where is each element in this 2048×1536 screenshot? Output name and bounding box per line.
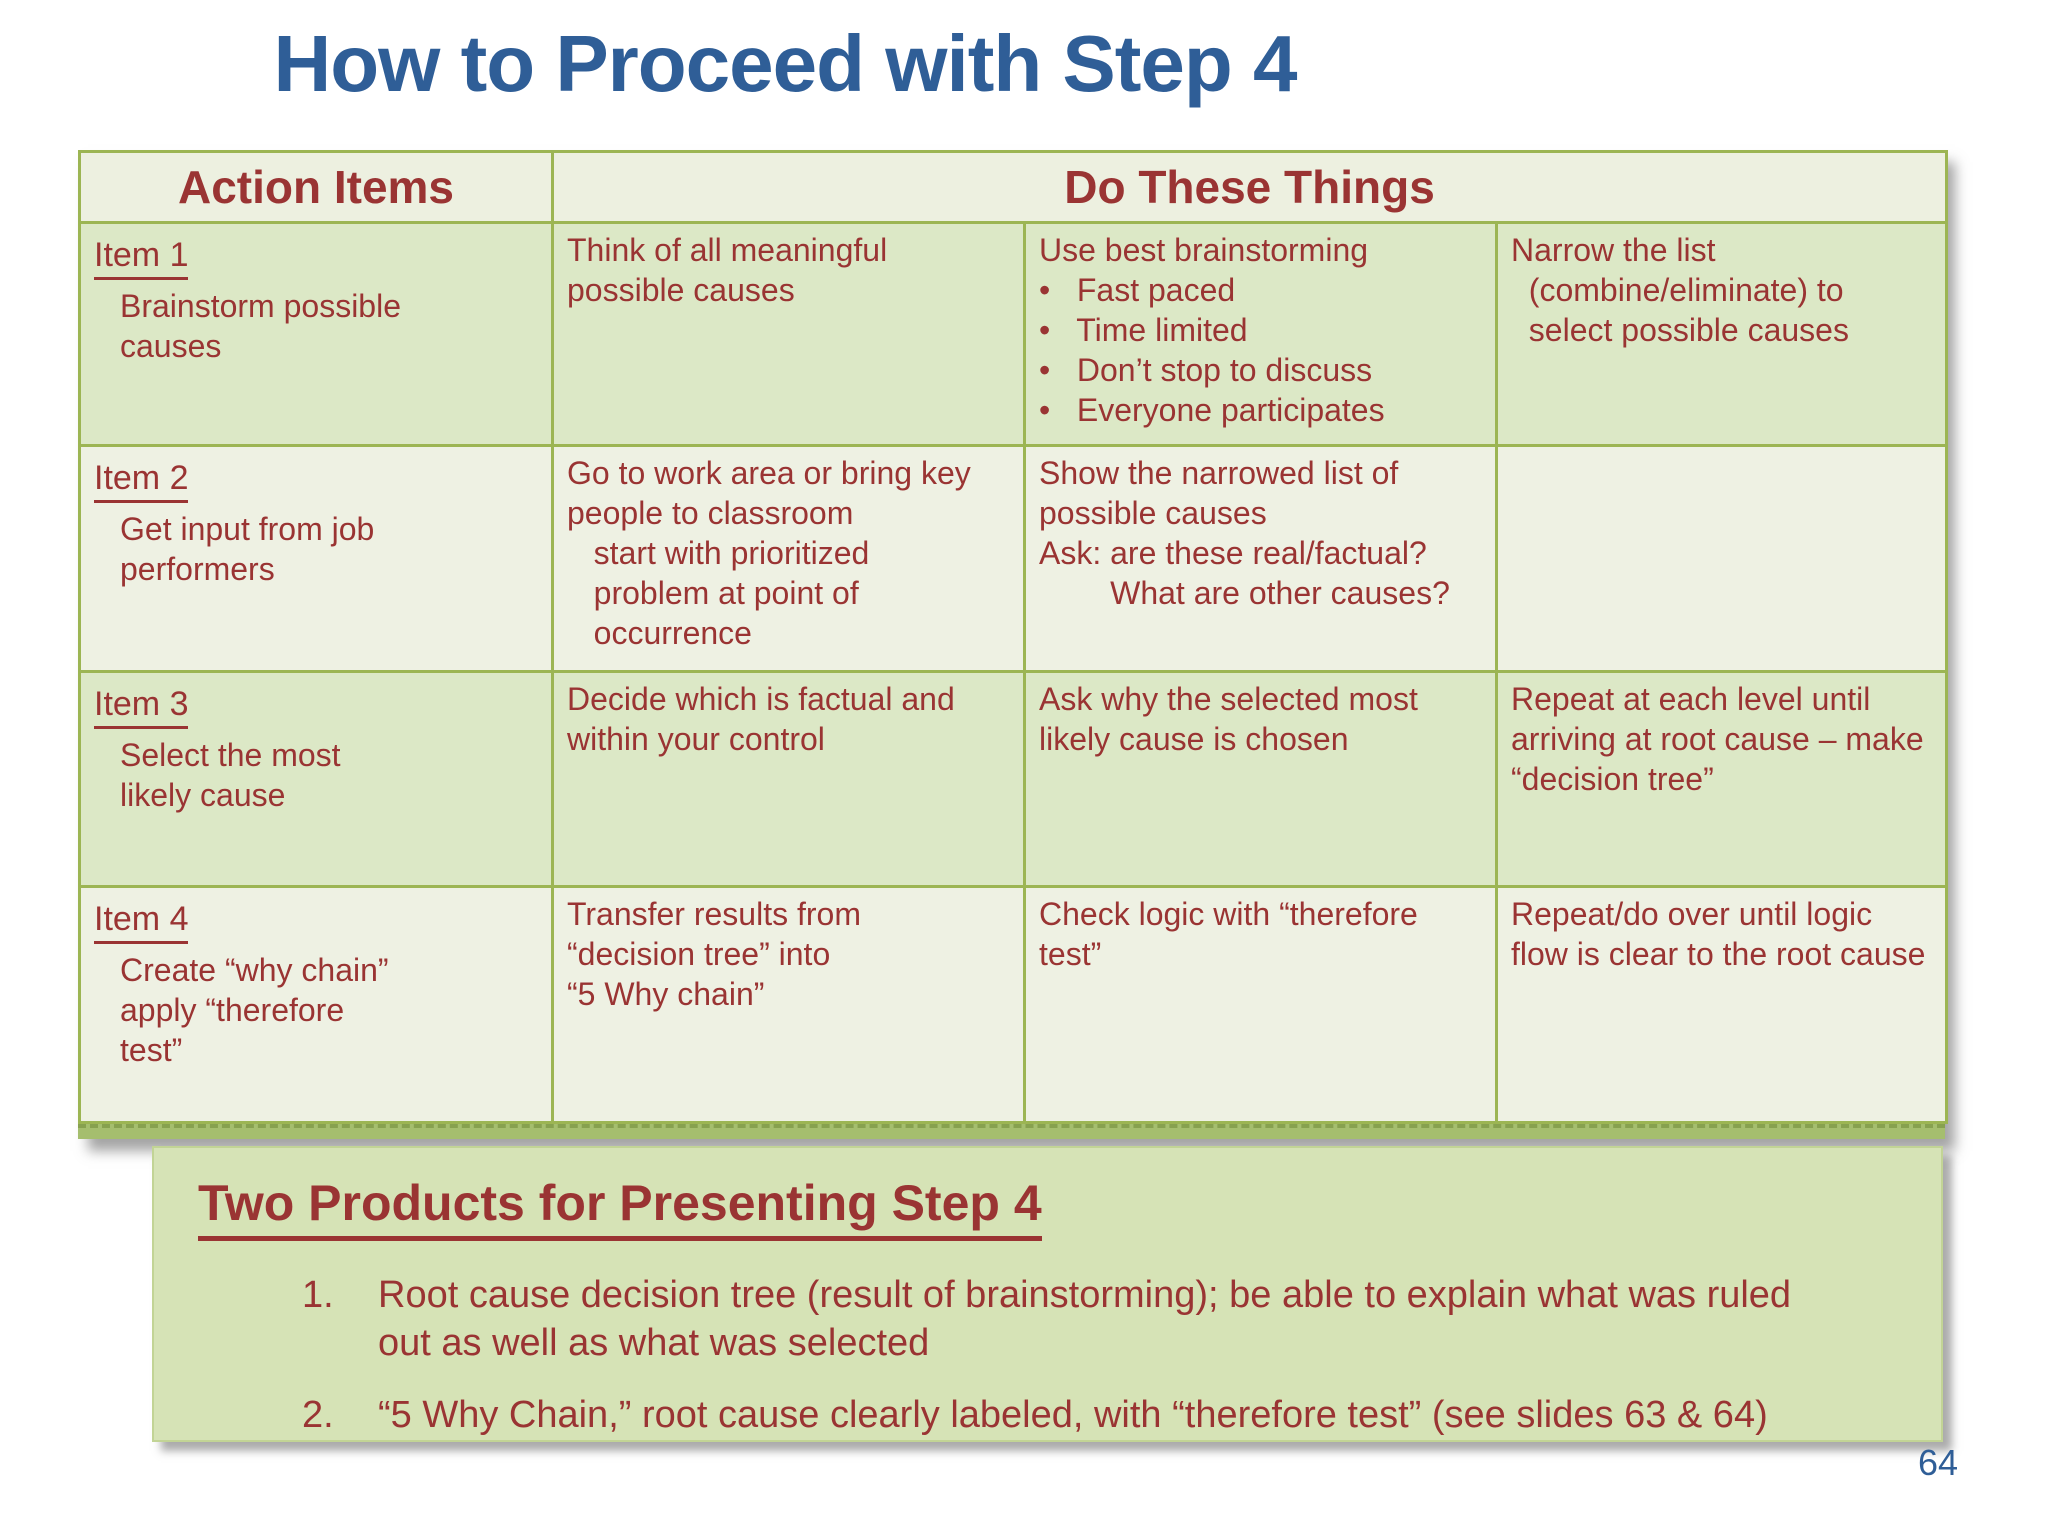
cell-text: Go to work area or bring key people to c…	[567, 455, 971, 651]
table-header-row: Action Items Do These Things	[78, 150, 1949, 224]
item-4-description: Create “why chain” apply “therefore test…	[120, 952, 389, 1068]
cell-item-1-do-2: Use best brainstorming • Fast paced • Ti…	[1023, 221, 1498, 447]
cell-item-1: Item 1 Brainstorm possible causes	[78, 221, 554, 447]
cell-item-4-do-2: Check logic with “therefore test”	[1023, 885, 1498, 1124]
cell-item-1-do-3: Narrow the list (combine/eliminate) to s…	[1494, 221, 1949, 447]
cell-text: Transfer results from “decision tree” in…	[567, 896, 861, 1012]
action-items-table-container: Action Items Do These Things Item 1 Brai…	[78, 150, 1949, 1139]
list-item-text: “5 Why Chain,” root cause clearly labele…	[378, 1394, 1768, 1436]
cell-item-4-do-3: Repeat/do over until logic flow is clear…	[1494, 885, 1949, 1124]
cell-item-3-do-1: Decide which is factual and within your …	[551, 670, 1026, 888]
table-bottom-band	[78, 1124, 1945, 1139]
cell-item-4-do-1: Transfer results from “decision tree” in…	[551, 885, 1026, 1124]
table-row-item-3: Item 3 Select the most likely cause Deci…	[78, 670, 1949, 888]
item-1-title: Item 1	[94, 234, 189, 280]
cell-text: Ask why the selected most likely cause i…	[1039, 681, 1418, 757]
cell-text: Use best brainstorming • Fast paced • Ti…	[1039, 232, 1385, 428]
cell-item-3-do-2: Ask why the selected most likely cause i…	[1023, 670, 1498, 888]
cell-item-2-do-3	[1494, 444, 1949, 673]
list-item-text: Root cause decision tree (result of brai…	[378, 1274, 1792, 1364]
item-2-description: Get input from job performers	[120, 511, 375, 587]
cell-text: Check logic with “therefore test”	[1039, 896, 1418, 972]
cell-item-2-do-2: Show the narrowed list of possible cause…	[1023, 444, 1498, 673]
cell-item-2-do-1: Go to work area or bring key people to c…	[551, 444, 1026, 673]
cell-item-2: Item 2 Get input from job performers	[78, 444, 554, 673]
table-row-item-2: Item 2 Get input from job performers Go …	[78, 444, 1949, 673]
cell-item-3: Item 3 Select the most likely cause	[78, 670, 554, 888]
item-1-description: Brainstorm possible causes	[120, 288, 401, 364]
list-item: 2. “5 Why Chain,” root cause clearly lab…	[302, 1391, 1901, 1439]
list-item: 1. Root cause decision tree (result of b…	[302, 1271, 1901, 1367]
item-3-description: Select the most likely cause	[120, 737, 341, 813]
cell-item-1-do-1: Think of all meaningful possible causes	[551, 221, 1026, 447]
list-item-number: 2.	[302, 1394, 334, 1436]
two-products-box: Two Products for Presenting Step 4 1. Ro…	[152, 1146, 1943, 1442]
cell-text: Repeat at each level until arriving at r…	[1511, 681, 1924, 797]
slide-title: How to Proceed with Step 4	[273, 19, 1297, 108]
header-cell-action-items: Action Items	[78, 150, 554, 224]
cell-item-4: Item 4 Create “why chain” apply “therefo…	[78, 885, 554, 1124]
two-products-list: 1. Root cause decision tree (result of b…	[154, 1271, 1941, 1439]
cell-text: Narrow the list (combine/eliminate) to s…	[1511, 232, 1849, 348]
cell-text: Repeat/do over until logic flow is clear…	[1511, 896, 1926, 972]
table-row-item-4: Item 4 Create “why chain” apply “therefo…	[78, 885, 1949, 1124]
table-row-item-1: Item 1 Brainstorm possible causes Think …	[78, 221, 1949, 447]
cell-text: Think of all meaningful possible causes	[567, 232, 888, 308]
item-2-title: Item 2	[94, 457, 189, 503]
two-products-heading: Two Products for Presenting Step 4	[198, 1174, 1042, 1241]
item-3-title: Item 3	[94, 683, 189, 729]
action-items-table: Action Items Do These Things Item 1 Brai…	[78, 150, 1949, 1124]
page-number: 64	[1917, 1442, 1958, 1483]
cell-text: Decide which is factual and within your …	[567, 681, 955, 757]
list-item-number: 1.	[302, 1274, 334, 1316]
cell-item-3-do-3: Repeat at each level until arriving at r…	[1494, 670, 1949, 888]
cell-text: Show the narrowed list of possible cause…	[1039, 455, 1450, 611]
header-cell-do-these-things: Do These Things	[550, 150, 1949, 224]
item-4-title: Item 4	[94, 898, 189, 944]
